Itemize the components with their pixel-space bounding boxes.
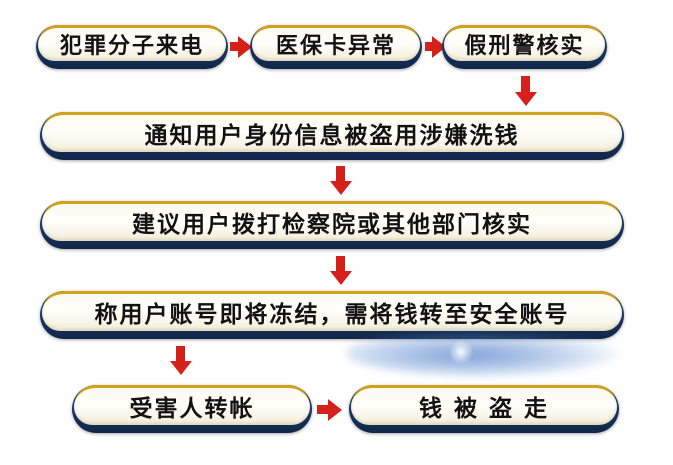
node-label: 通知用户身份信息被盗用涉嫌洗钱 [144, 122, 520, 149]
node-money-stolen: 钱 被 盗 走 [349, 385, 619, 433]
node-label: 称用户账号即将冻结，需将钱转至安全账号 [94, 301, 570, 328]
node-label: 犯罪分子来电 [59, 33, 204, 59]
capsule-face [74, 385, 310, 425]
capsule-face [38, 25, 226, 61]
capsule-face [252, 25, 420, 61]
capsule-face [42, 291, 622, 331]
arrow-down-icon [336, 256, 345, 272]
white-spot-artifact [448, 340, 474, 364]
arrow-right-icon [317, 405, 329, 414]
arrow-down-icon [336, 166, 345, 182]
node-label: 假刑警核实 [464, 33, 585, 59]
node-criminal-call: 犯罪分子来电 [36, 25, 228, 69]
capsule-face [351, 385, 617, 425]
arrow-right-icon [425, 42, 433, 51]
node-victim-transfer: 受害人转帐 [72, 385, 312, 433]
node-label: 受害人转帐 [129, 395, 255, 422]
capsule-face [444, 25, 605, 61]
node-label: 医保卡异常 [275, 33, 396, 59]
arrow-down-icon [521, 76, 530, 93]
arrow-down-icon [176, 346, 185, 362]
node-notify-laundering: 通知用户身份信息被盗用涉嫌洗钱 [40, 112, 624, 160]
node-insurance-abnormal: 医保卡异常 [250, 25, 422, 69]
node-fake-police-verify: 假刑警核实 [442, 25, 607, 69]
node-label: 钱 被 盗 走 [418, 395, 550, 422]
arrow-right-icon [230, 42, 239, 51]
node-label: 建议用户拨打检察院或其他部门核实 [132, 211, 532, 238]
capsule-face [42, 112, 622, 152]
capsule-face [42, 201, 622, 241]
node-account-freeze: 称用户账号即将冻结，需将钱转至安全账号 [40, 291, 624, 339]
node-suggest-verify: 建议用户拨打检察院或其他部门核实 [40, 201, 624, 249]
